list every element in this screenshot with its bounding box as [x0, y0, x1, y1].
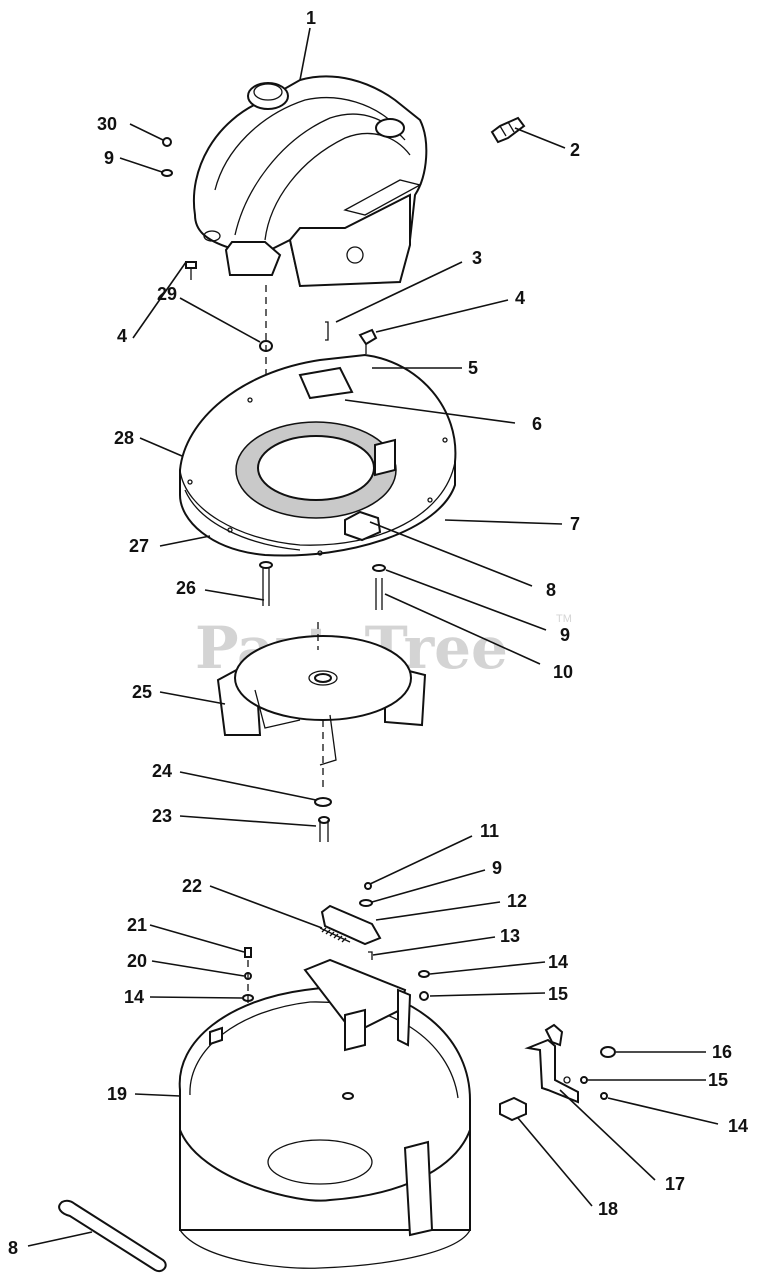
- callout-14b: 14: [124, 987, 144, 1007]
- callout-17: 17: [665, 1174, 685, 1194]
- callout-22: 22: [182, 876, 202, 896]
- callout-9a: 9: [104, 148, 114, 168]
- callout-2: 2: [570, 140, 580, 160]
- bracket-icon: [524, 1023, 579, 1104]
- callout-30: 30: [97, 114, 117, 134]
- callout-8a: 8: [546, 580, 556, 600]
- callout-5: 5: [468, 358, 478, 378]
- callout-14c: 14: [728, 1116, 748, 1136]
- callout-1: 1: [306, 8, 316, 28]
- callout-19: 19: [107, 1084, 127, 1104]
- callout-18: 18: [598, 1199, 618, 1219]
- callout-9b: 9: [560, 625, 570, 645]
- callout-15a: 15: [548, 984, 568, 1004]
- impeller-icon: [216, 635, 427, 766]
- callout-10: 10: [553, 662, 573, 682]
- callout-13: 13: [500, 926, 520, 946]
- callout-25: 25: [132, 682, 152, 702]
- callout-28: 28: [114, 428, 134, 448]
- hardware-right: [418, 970, 430, 1001]
- callout-4b: 4: [515, 288, 525, 308]
- leader-lines: [27, 27, 719, 1247]
- callout-12: 12: [507, 891, 527, 911]
- callout-24: 24: [152, 761, 172, 781]
- blower-housing-icon: [179, 353, 457, 557]
- spark-plug-icon: [490, 116, 526, 144]
- callout-26: 26: [176, 578, 196, 598]
- strip-icon: [58, 1199, 167, 1272]
- callout-4a: 4: [117, 326, 127, 346]
- engine-icon: [192, 75, 428, 288]
- callout-20: 20: [127, 951, 147, 971]
- switch-icon: [499, 1096, 527, 1122]
- callout-16: 16: [712, 1042, 732, 1062]
- callout-21: 21: [127, 915, 147, 935]
- housing-bolts: [259, 561, 386, 610]
- callout-6: 6: [532, 414, 542, 434]
- impeller-bolt: [314, 797, 332, 842]
- watermark-tm: TM: [556, 613, 572, 625]
- latch-assembly: [319, 882, 382, 960]
- callout-15b: 15: [708, 1070, 728, 1090]
- callout-14a: 14: [548, 952, 568, 972]
- callout-7: 7: [570, 514, 580, 534]
- hardware-bracket: [580, 1046, 616, 1100]
- collector-bowl-icon: [178, 958, 471, 1269]
- callout-8b: 8: [8, 1238, 18, 1258]
- callout-11: 11: [480, 821, 499, 841]
- callout-27: 27: [129, 536, 149, 556]
- callout-3: 3: [472, 248, 482, 268]
- callout-9c: 9: [492, 858, 502, 878]
- callout-23: 23: [152, 806, 172, 826]
- callout-29: 29: [157, 284, 177, 304]
- callout-labels: 1 30 9 2 3 4 29 4 5 6 28 7 27 8 26 9 10 …: [8, 8, 748, 1258]
